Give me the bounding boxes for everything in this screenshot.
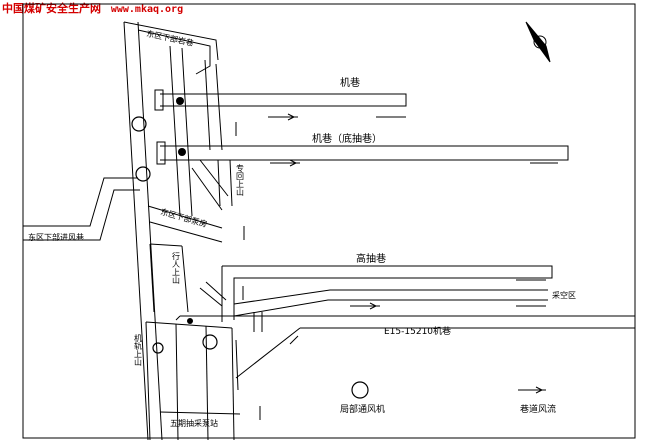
label-tunnel-middle: 机巷（底抽巷） (312, 132, 382, 145)
shaft-diagonal-b (199, 159, 229, 197)
fan-icon (131, 116, 147, 132)
label-shaft-upper: 专回上山 (236, 163, 245, 197)
bottom-col-far (231, 327, 235, 441)
label-left-entry: 东区下部进风巷 (28, 232, 84, 242)
watermark-site-name: 中国煤矿安全生产网 (2, 2, 101, 15)
watermark: 中国煤矿安全生产网 www.mkaq.org (2, 0, 183, 16)
lower-col-right (181, 245, 189, 313)
airflow-arrow-icon (518, 386, 546, 394)
column-c-right (229, 159, 233, 207)
lower-diag-top (235, 327, 301, 379)
airflow-arrow-icon (289, 335, 299, 345)
left-shaft-inner (137, 21, 163, 441)
junction-cross-1 (199, 287, 223, 307)
bottom-col-right (205, 325, 209, 441)
shaft-diagonal-a (191, 167, 223, 211)
north-compass-icon (525, 21, 551, 63)
fan-icon (202, 334, 218, 350)
legend-flow-label: 巷道风流 (520, 403, 556, 415)
regulator-icon (156, 141, 166, 165)
east-rock-roadway-bottom (137, 29, 211, 75)
bottom-col-left (145, 321, 151, 441)
column-a-right (181, 47, 193, 217)
fan-icon (351, 381, 369, 399)
high-drain-tunnel (222, 265, 553, 320)
label-left-incline: 行人上山 (172, 251, 181, 285)
face-diagonal-a (175, 315, 181, 321)
regulator-icon (154, 89, 164, 111)
left-branch-bottom (23, 189, 140, 241)
booster-icon (187, 318, 193, 324)
lower-col-left (149, 243, 155, 313)
booster-icon (178, 148, 186, 156)
airflow-arrow-icon (350, 302, 380, 310)
middle-tunnel (160, 145, 569, 161)
column-b-right (215, 63, 223, 151)
label-high-drain: 高抽巷 (356, 252, 386, 265)
airflow-arrow-icon (268, 113, 298, 121)
pump-band-top (147, 205, 223, 229)
fan-icon (152, 342, 164, 354)
upper-tunnel (160, 93, 407, 107)
left-branch-top (23, 177, 138, 227)
label-five-pump: 五期抽采泵站 (170, 418, 218, 428)
label-tunnel-top: 机巷 (340, 76, 360, 89)
fan-icon (135, 166, 151, 182)
lower-box-top (149, 243, 183, 247)
frame (22, 3, 636, 439)
legend-fan-label: 局部通风机 (340, 403, 385, 415)
lower-diag-bottom (235, 339, 239, 391)
watermark-url: www.mkaq.org (110, 4, 184, 15)
junction-cross-2 (205, 281, 227, 301)
left-shaft-outer (123, 21, 149, 441)
column-c-left (217, 159, 221, 207)
label-goaf: 采空区 (552, 290, 576, 300)
label-pump-room: 东区下部泵房 (159, 206, 208, 229)
label-machine-incline: 机轨上山 (134, 333, 143, 367)
bottom-col-mid (175, 323, 179, 441)
east-rock-roadway-top (123, 21, 219, 61)
bottom-box-top (145, 321, 233, 329)
goaf-tunnel-bottom (233, 299, 548, 317)
pump-band-bottom (149, 221, 223, 243)
airflow-arrow-icon (270, 159, 300, 167)
column-b-left (204, 59, 211, 151)
label-face-entry: E15-15210机巷 (384, 325, 451, 337)
booster-icon (176, 97, 184, 105)
column-a-left (169, 45, 181, 217)
bottom-box-bottom (159, 411, 241, 415)
goaf-tunnel-top (233, 289, 548, 305)
